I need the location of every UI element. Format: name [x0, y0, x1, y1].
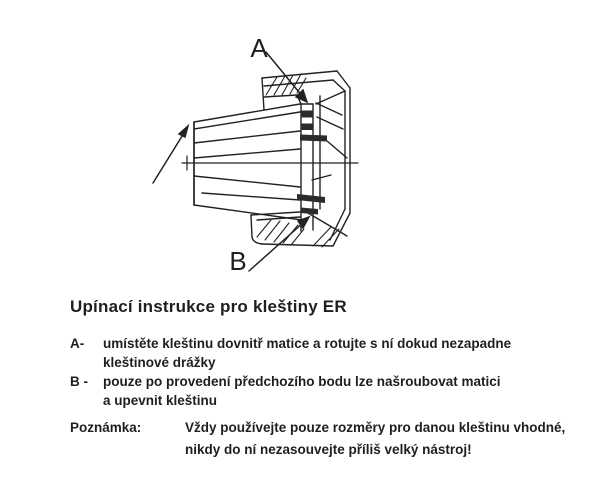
note-line2: nikdy do ní nezasouvejte příliš velký ná… — [185, 442, 472, 457]
instruction-b-text: pouze po provedení předchozího bodu lze … — [103, 372, 550, 410]
instruction-list: A- umístěte kleštinu dovnitř matice a ro… — [70, 334, 550, 410]
instruction-a-line2: kleštinové drážky — [103, 355, 216, 370]
callout-a-arrow — [265, 51, 309, 104]
instruction-a-label: A- — [70, 336, 85, 351]
note-block: Poznámka: Vždy používejte pouze rozměry … — [70, 417, 570, 461]
instruction-item-b: B - pouze po provedení předchozího bodu … — [70, 372, 550, 410]
collet-nut-diagram: A B — [152, 33, 359, 276]
nut-top-hatching — [265, 73, 307, 96]
callout-b-label: B — [229, 246, 246, 276]
instruction-b-line2: a upevnit kleštinu — [103, 393, 218, 408]
nut-top-flange — [261, 70, 351, 111]
instruction-item-a: A- umístěte kleštinu dovnitř matice a ro… — [70, 334, 550, 372]
collet-body — [193, 103, 303, 221]
centerline — [181, 155, 359, 171]
note-label: Poznámka: — [70, 420, 142, 435]
nut-bottom-flange — [250, 211, 301, 245]
nut-front-face — [261, 87, 351, 247]
collet-pointer-arrow — [152, 123, 190, 184]
nut-bottom-hatching — [256, 219, 340, 248]
callout-a-label: A — [250, 33, 268, 63]
note-text: Vždy používejte pouze rozměry pro danou … — [185, 417, 570, 461]
callout-b-arrow — [248, 215, 311, 272]
instruction-a-line1: umístěte kleštinu dovnitř matice a rotuj… — [103, 336, 512, 351]
instruction-b-line1: pouze po provedení předchozího bodu lze … — [103, 374, 501, 389]
note-line1: Vždy používejte pouze rozměry pro danou … — [185, 420, 566, 435]
instruction-a-text: umístěte kleštinu dovnitř matice a rotuj… — [103, 334, 550, 372]
page-title: Upínací instrukce pro kleštiny ER — [70, 297, 347, 316]
instruction-b-label: B - — [70, 374, 88, 389]
groove-bands — [297, 110, 327, 215]
